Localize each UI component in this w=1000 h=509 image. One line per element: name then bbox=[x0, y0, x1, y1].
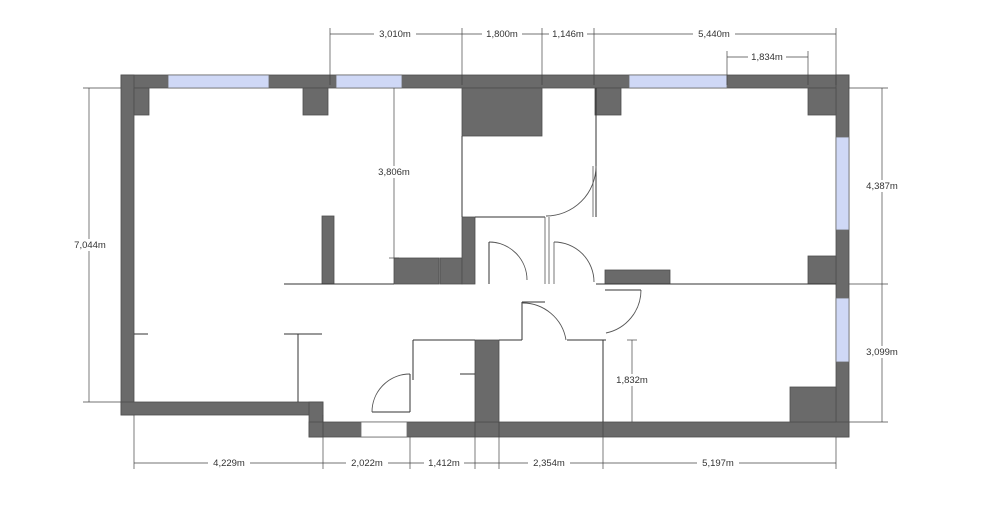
pillar bbox=[133, 87, 150, 116]
bottom-wall-right bbox=[308, 421, 850, 438]
bottom-wall-left bbox=[120, 401, 324, 416]
window bbox=[628, 74, 728, 89]
pillar bbox=[807, 255, 837, 285]
door-swing bbox=[371, 373, 411, 413]
pillar bbox=[807, 87, 837, 116]
dim-left: 7,044m bbox=[74, 240, 106, 251]
wall-block bbox=[439, 257, 463, 285]
dim-right-1: 4,387m bbox=[866, 181, 898, 192]
dim-bottom-1: 4,229m bbox=[213, 458, 245, 469]
dim-bottom-4: 2,354m bbox=[533, 458, 565, 469]
wall-block bbox=[474, 339, 500, 423]
window bbox=[167, 74, 270, 89]
pillars bbox=[133, 87, 837, 423]
windows bbox=[167, 74, 850, 438]
entrance-door-gap bbox=[360, 421, 408, 438]
dim-top-3: 1,146m bbox=[552, 29, 584, 40]
pillar bbox=[302, 87, 329, 116]
wall-block bbox=[461, 216, 476, 285]
left-wall bbox=[120, 74, 135, 416]
right-wall bbox=[835, 74, 850, 438]
pillar bbox=[594, 87, 622, 116]
doors bbox=[371, 165, 642, 413]
dim-inner-vertical-2: 1,832m bbox=[616, 375, 648, 386]
dim-bottom-3: 1,412m bbox=[428, 458, 460, 469]
wall-block bbox=[393, 257, 440, 285]
interior-lines bbox=[134, 88, 836, 422]
partition-stub bbox=[321, 215, 335, 285]
window bbox=[835, 136, 850, 231]
door-swing bbox=[545, 165, 597, 217]
pillar bbox=[789, 386, 837, 423]
window bbox=[335, 74, 403, 89]
dimension-labels: 3,010m 1,800m 1,146m 5,440m 1,834m 4,229… bbox=[70, 28, 902, 469]
dim-top-4: 5,440m bbox=[698, 29, 730, 40]
dim-right-2: 3,099m bbox=[866, 347, 898, 358]
dim-inner-vertical-1: 3,806m bbox=[378, 167, 410, 178]
counter-block bbox=[604, 269, 671, 285]
dim-bottom-5: 5,197m bbox=[702, 458, 734, 469]
window bbox=[835, 297, 850, 363]
dim-top-inner: 1,834m bbox=[751, 52, 783, 63]
door-swing bbox=[521, 302, 567, 341]
dim-top-2: 1,800m bbox=[486, 29, 518, 40]
dim-top-1: 3,010m bbox=[379, 29, 411, 40]
door-swing bbox=[605, 289, 642, 334]
shaft-block bbox=[461, 87, 543, 137]
door-swing bbox=[553, 241, 595, 283]
door-swing bbox=[488, 241, 528, 281]
dim-bottom-2: 2,022m bbox=[351, 458, 383, 469]
